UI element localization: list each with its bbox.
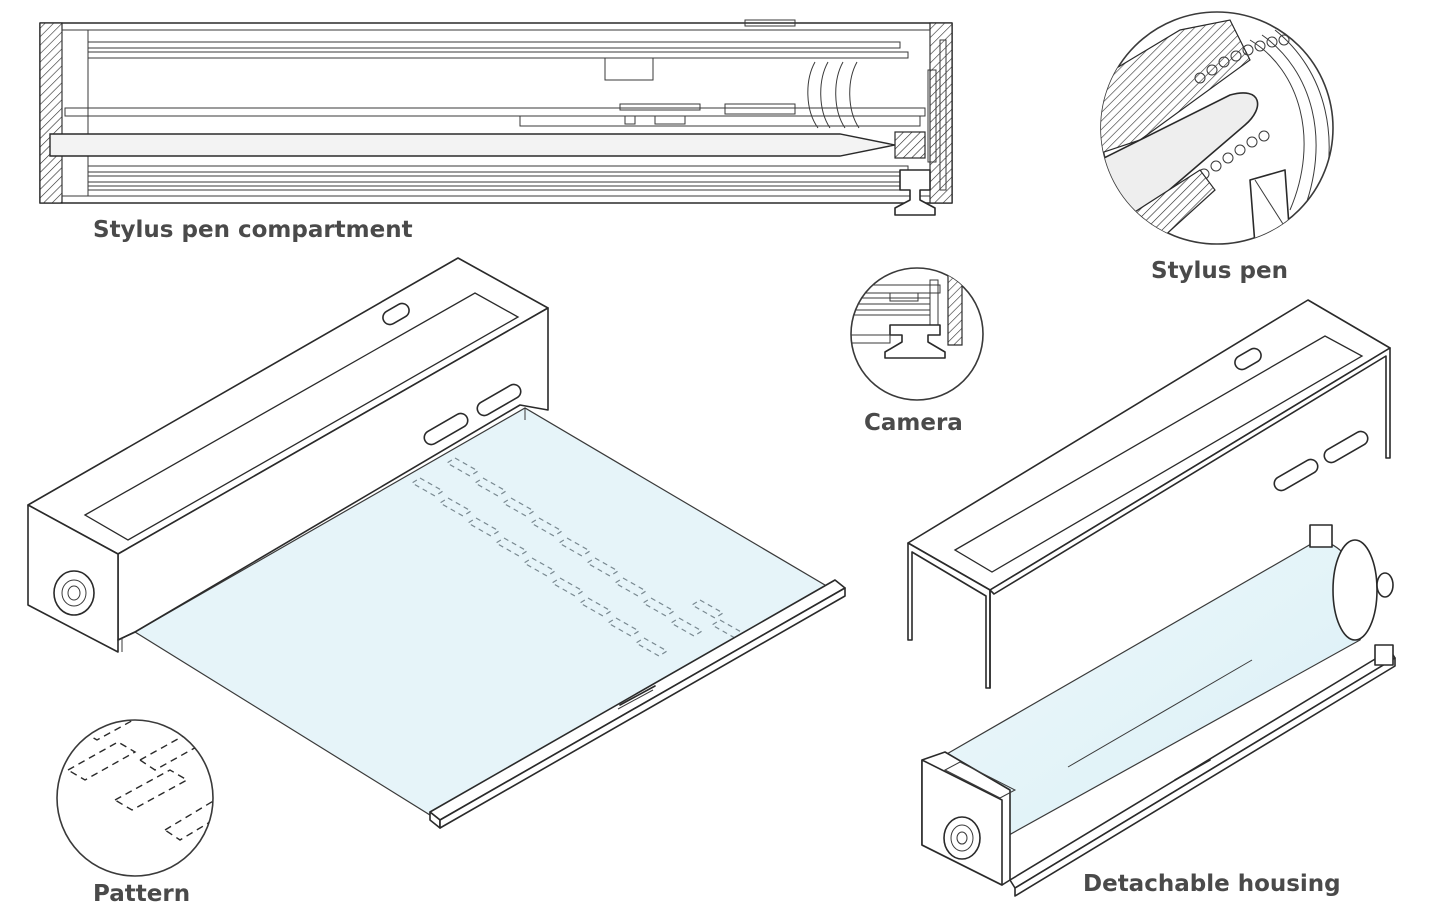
stylus-pen-detail — [1100, 11, 1334, 245]
sheet-pattern — [410, 457, 745, 657]
camera-detail — [850, 267, 984, 401]
pattern-detail — [56, 719, 214, 877]
label-stylus-compartment: Stylus pen compartment — [93, 217, 413, 243]
main-device — [27, 257, 846, 829]
label-detachable-housing: Detachable housing — [1083, 871, 1341, 897]
stylus-compartment-section — [39, 19, 953, 216]
label-camera: Camera — [864, 410, 963, 436]
label-stylus-pen: Stylus pen — [1151, 258, 1288, 284]
detachable-housing — [907, 299, 1396, 897]
label-pattern: Pattern — [93, 881, 190, 907]
